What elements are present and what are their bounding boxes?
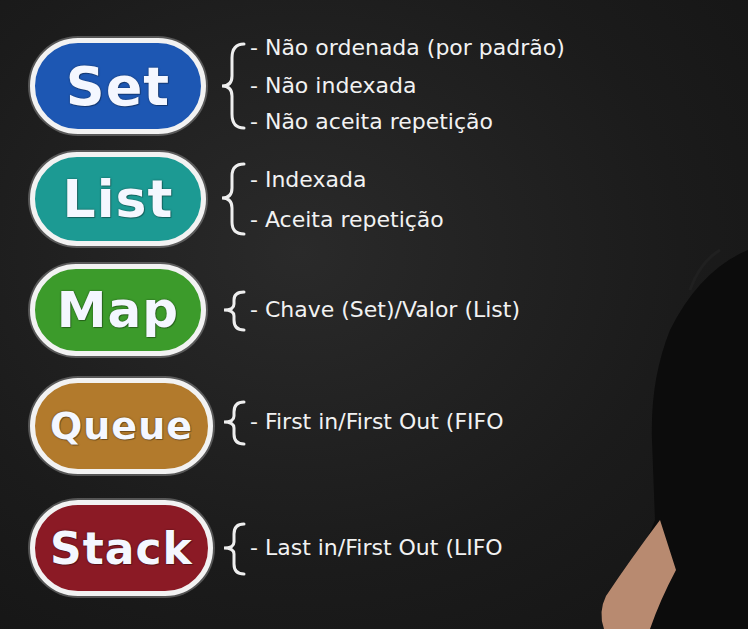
pill-label: List bbox=[63, 169, 174, 229]
property-note: - Last in/First Out (LIFO bbox=[250, 535, 503, 561]
property-note: - Não indexada bbox=[250, 73, 416, 99]
collection-pill: Queue bbox=[30, 378, 213, 474]
property-note: - Aceita repetição bbox=[250, 207, 444, 233]
pill-label: Map bbox=[57, 281, 179, 339]
property-note: - Não aceita repetição bbox=[250, 109, 493, 135]
collection-pill: Stack bbox=[30, 500, 213, 596]
curly-braces bbox=[222, 44, 244, 574]
pill-label: Queue bbox=[50, 404, 193, 448]
property-note: - Chave (Set)/Valor (List) bbox=[250, 297, 520, 323]
property-note: - Indexada bbox=[250, 167, 366, 193]
pill-label: Stack bbox=[50, 523, 193, 574]
collection-pill: Set bbox=[30, 38, 206, 134]
collection-pill: List bbox=[30, 152, 206, 246]
collection-pill: Map bbox=[30, 264, 206, 356]
pill-label: Set bbox=[66, 55, 170, 118]
property-note: - Não ordenada (por padrão) bbox=[250, 35, 565, 61]
presenter-silhouette bbox=[601, 250, 748, 629]
property-note: - First in/First Out (FIFO bbox=[250, 409, 504, 435]
